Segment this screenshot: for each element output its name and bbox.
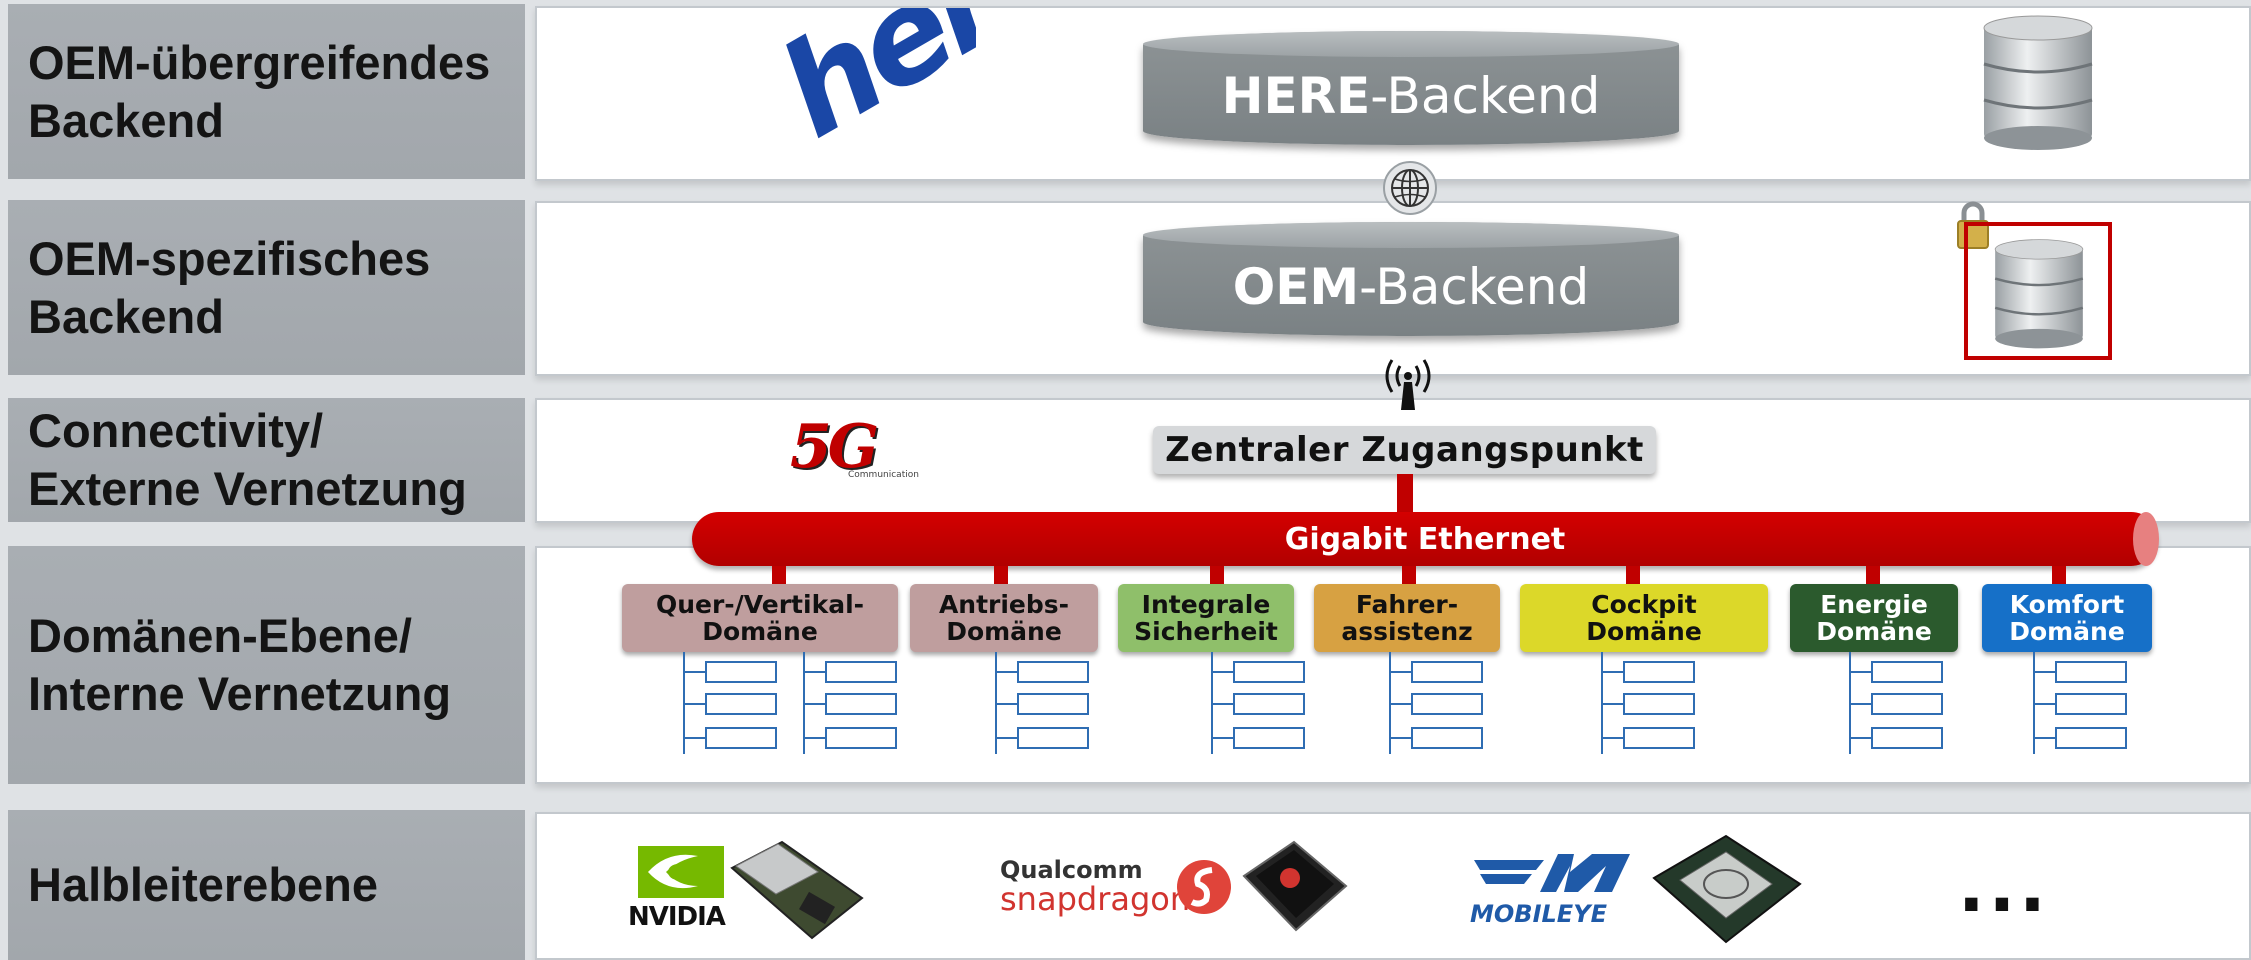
layer-label-line1: OEM-übergreifendes: [28, 35, 491, 89]
ecu-box: [1233, 727, 1305, 749]
domain-label-line1: Integrale: [1141, 590, 1271, 619]
layer-label-oem-spezifisch: OEM-spezifisches Backend: [8, 200, 525, 375]
layer-label-line1: Connectivity/: [28, 404, 324, 457]
access-point-connector: [1397, 474, 1413, 514]
ecu-box: [1411, 693, 1483, 715]
more-vendors-ellipsis: ...: [1958, 846, 2050, 928]
ecu-box: [1871, 693, 1943, 715]
layer-label-line1: OEM-spezifisches: [28, 231, 431, 285]
secured-database-frame: [1964, 222, 2112, 360]
domain-label-line2: Domäne: [1586, 617, 1702, 646]
ecu-tree: [995, 652, 1089, 754]
domain-label-line2: Domäne: [2009, 617, 2125, 646]
bus-stub: [772, 566, 786, 584]
nvidia-chip-icon: [722, 838, 872, 952]
ecu-box: [2055, 661, 2127, 683]
snapdragon-chip-icon: [1234, 836, 1354, 940]
ecu-box: [705, 661, 777, 683]
ecu-tree: [803, 652, 897, 754]
here-logo: here: [756, 8, 976, 168]
here-backend-bold: HERE: [1221, 67, 1371, 125]
ecu-box: [1623, 661, 1695, 683]
oem-backend-bold: OEM: [1232, 258, 1360, 316]
ecu-tree: [1211, 652, 1305, 754]
ecu-box: [1411, 727, 1483, 749]
layer-label-line2: Backend: [28, 93, 224, 147]
bus-stub: [994, 566, 1008, 584]
layer-label-oem-uebergreifend: OEM-übergreifendes Backend: [8, 4, 525, 179]
domain-label-line1: Quer-/Vertikal-: [655, 590, 865, 619]
layer-label-line2: Backend: [28, 289, 224, 343]
domain-label-line1: Fahrer-: [1355, 590, 1459, 619]
ecu-tree: [2033, 652, 2127, 754]
ecu-tree: [1849, 652, 1943, 754]
ecu-box: [1871, 661, 1943, 683]
domain-energie: Energie Domäne: [1790, 584, 1958, 652]
ecu-box: [825, 727, 897, 749]
domain-label-line1: Antriebs-: [938, 590, 1070, 619]
ecu-tree: [1389, 652, 1483, 754]
qualcomm-logo: Qualcomm snapdragon: [1000, 856, 1191, 918]
ecu-box: [705, 727, 777, 749]
antenna-icon: [1380, 352, 1436, 414]
ecu-box: [1233, 661, 1305, 683]
here-backend-cylinder: HERE-Backend: [1143, 31, 1679, 145]
database-icon: [1990, 238, 2088, 354]
domain-quer-vertikal: Quer-/Vertikal- Domäne: [622, 584, 898, 652]
domain-fahrerassistenz: Fahrer- assistenz: [1314, 584, 1500, 652]
domain-komfort: Komfort Domäne: [1982, 584, 2152, 652]
here-backend-rest: -Backend: [1370, 67, 1601, 125]
ecu-box: [1411, 661, 1483, 683]
domain-label-line2: Domäne: [1816, 617, 1932, 646]
ecu-box: [1623, 693, 1695, 715]
nvidia-logo: NVIDIA: [628, 846, 738, 932]
oem-backend-rest: -Backend: [1359, 258, 1590, 316]
bus-stub: [1626, 566, 1640, 584]
ecu-box: [2055, 727, 2127, 749]
domain-cockpit: Cockpit Domäne: [1520, 584, 1768, 652]
ecu-box: [1233, 693, 1305, 715]
ethernet-bus-end: [2133, 512, 2159, 566]
ecu-tree: [1601, 652, 1695, 754]
layer-label-line2: Externe Vernetzung: [28, 462, 467, 515]
mobileye-chip-icon: [1640, 830, 1810, 954]
layer-label-connectivity: Connectivity/ Externe Vernetzung: [8, 398, 525, 522]
ecu-box: [1017, 661, 1089, 683]
oem-backend-cylinder: OEM-Backend: [1143, 222, 1679, 336]
layer-label-halbleiter: Halbleiterebene: [8, 810, 525, 960]
layer-label-domaenen: Domänen-Ebene/ Interne Vernetzung: [8, 546, 525, 784]
5g-logo: 5G Communication: [790, 412, 919, 482]
bus-stub: [1402, 566, 1416, 584]
bus-stub: [1866, 566, 1880, 584]
ecu-box: [825, 693, 897, 715]
domain-label-line2: Domäne: [702, 617, 818, 646]
mobileye-logo: MOBILEYE: [1470, 852, 1650, 932]
ecu-tree: [683, 652, 777, 754]
ecu-box: [1017, 727, 1089, 749]
ecu-box: [825, 661, 897, 683]
ecu-box: [705, 693, 777, 715]
layer-label-line1: Domänen-Ebene/: [28, 609, 412, 662]
ecu-box: [1017, 693, 1089, 715]
domain-label-line1: Komfort: [2009, 590, 2125, 619]
domain-antrieb: Antriebs- Domäne: [910, 584, 1098, 652]
database-icon: [1980, 14, 2096, 156]
ecu-box: [2055, 693, 2127, 715]
domain-label-line2: assistenz: [1341, 617, 1473, 646]
gigabit-ethernet-bus: Gigabit Ethernet: [692, 512, 2158, 566]
domain-label-line1: Cockpit: [1591, 590, 1697, 619]
bus-stub: [2052, 566, 2066, 584]
layer-label-line1: Halbleiterebene: [28, 858, 379, 911]
layer-label-line2: Interne Vernetzung: [28, 667, 452, 720]
domain-label-line1: Energie: [1820, 590, 1928, 619]
domain-integrale-sicherheit: Integrale Sicherheit: [1118, 584, 1294, 652]
domain-label-line2: Sicherheit: [1134, 617, 1278, 646]
ecu-box: [1871, 727, 1943, 749]
domain-label-line2: Domäne: [946, 617, 1062, 646]
bus-stub: [1210, 566, 1224, 584]
access-point-box: Zentraler Zugangspunkt: [1153, 426, 1656, 474]
snapdragon-icon: [1176, 858, 1232, 920]
ecu-box: [1623, 727, 1695, 749]
globe-icon: [1382, 160, 1438, 220]
